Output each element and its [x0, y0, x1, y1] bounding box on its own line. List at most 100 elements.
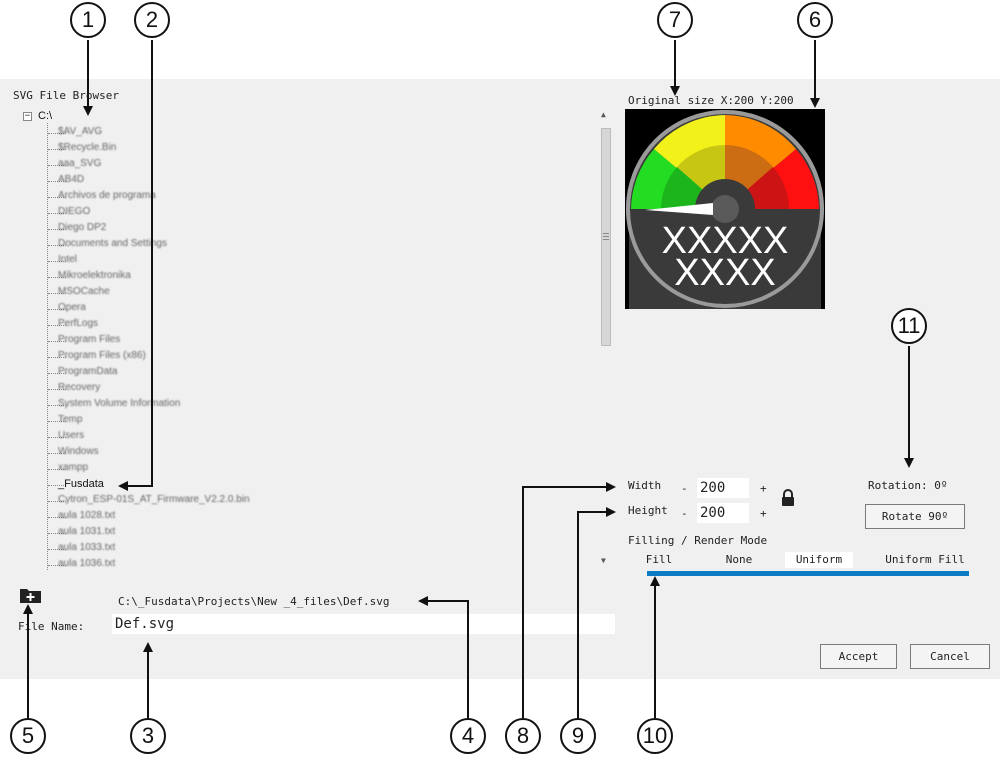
tree-item[interactable]: Windows — [58, 446, 99, 457]
tree-item[interactable]: Recovery — [58, 382, 101, 393]
tree-connector — [48, 261, 66, 262]
file-name-label: File Name: — [18, 620, 85, 633]
callout-7: 7 — [657, 2, 693, 38]
aspect-lock-icon[interactable] — [780, 489, 796, 507]
tree-item[interactable]: Users — [58, 430, 85, 441]
callout-9: 9 — [560, 718, 596, 754]
tree-item[interactable]: Diego DP2 — [58, 222, 107, 233]
tree-item[interactable]: Intel — [58, 254, 77, 265]
tree-item[interactable]: aula 1028.txt — [58, 510, 116, 521]
tree-item[interactable]: Mikroelektronika — [58, 270, 131, 281]
callout-3: 3 — [130, 718, 166, 754]
fill-mode-option[interactable]: None — [725, 553, 753, 566]
tree-connector — [48, 517, 66, 518]
tree-item[interactable]: Temp — [58, 414, 83, 425]
tree-connector — [48, 469, 66, 470]
tree-item[interactable]: Documents and Settings — [58, 238, 167, 249]
gauge-image: XXXXX XXXX — [626, 110, 824, 309]
tree-item[interactable]: AB4D — [58, 174, 85, 185]
tree-connector — [48, 181, 66, 182]
tree-connector — [48, 565, 66, 566]
fill-mode-option[interactable]: Uniform Fill — [885, 553, 965, 566]
tree-item[interactable]: aula 1036.txt — [58, 558, 116, 569]
tree-connector — [48, 405, 66, 406]
width-label: Width — [628, 479, 662, 492]
tree-item[interactable]: Opera — [58, 302, 86, 313]
fill-mode-indicator — [647, 571, 969, 576]
tree-item[interactable]: System Volume Information — [58, 398, 181, 409]
width-increment-button[interactable]: + — [760, 482, 767, 495]
tree-item[interactable]: aaa_SVG — [58, 158, 102, 169]
new-folder-icon[interactable] — [19, 586, 43, 604]
tree-item[interactable]: xampp — [58, 462, 89, 473]
tree-item[interactable]: aula 1033.txt — [58, 542, 116, 553]
width-input[interactable]: 200 — [697, 478, 749, 498]
height-increment-button[interactable]: + — [760, 507, 767, 520]
tree-item[interactable]: Program Files (x86) — [58, 350, 146, 361]
tree-connector — [48, 501, 66, 502]
collapse-toggle-icon[interactable]: − — [23, 111, 32, 121]
tree-connector — [48, 453, 66, 454]
callout-1: 1 — [70, 2, 106, 38]
tree-item[interactable]: ProgramData — [58, 366, 118, 377]
tree-item[interactable]: _Fusdata — [58, 478, 104, 490]
callout-5: 5 — [10, 718, 46, 754]
cancel-button[interactable]: Cancel — [910, 644, 990, 669]
callout-4: 4 — [450, 718, 486, 754]
rotation-label: Rotation: 0º — [868, 479, 948, 492]
gauge-text-line2: XXXX — [674, 252, 775, 294]
width-decrement-button[interactable]: - — [681, 482, 688, 495]
tree-connector — [48, 485, 66, 486]
tree-connector — [48, 133, 66, 134]
tree-item[interactable]: Archivos de programa — [58, 190, 156, 201]
tree-connector — [48, 357, 66, 358]
scroll-up-icon[interactable]: ▲ — [601, 110, 606, 119]
browser-title: SVG File Browser — [13, 89, 119, 102]
callout-8: 8 — [505, 718, 541, 754]
tree-item[interactable]: $AV_AVG — [58, 126, 103, 137]
tree-connector — [48, 277, 66, 278]
tree-connector — [48, 389, 66, 390]
tree-item[interactable]: $Recycle.Bin — [58, 142, 117, 153]
callout-6: 6 — [797, 2, 833, 38]
callout-11: 11 — [891, 308, 927, 344]
tree-item[interactable]: Cytron_ESP-01S_AT_Firmware_V2.2.0.bin — [58, 494, 250, 505]
tree-root[interactable]: C:\ — [38, 110, 53, 122]
tree-connector — [48, 197, 66, 198]
height-input[interactable]: 200 — [697, 503, 749, 523]
accept-button[interactable]: Accept — [820, 644, 897, 669]
tree-item[interactable]: DIEGO — [58, 206, 91, 217]
file-tree[interactable]: − C:\ $AV_AVG $Recycle.Bin aaa_SVG AB4D Arch… — [20, 110, 600, 570]
tree-connector — [48, 325, 66, 326]
callout-10: 10 — [637, 718, 673, 754]
dialog-panel — [0, 79, 1000, 679]
tree-connector — [48, 533, 66, 534]
tree-connector — [48, 421, 66, 422]
tree-connector — [48, 549, 66, 550]
file-name-input[interactable]: Def.svg — [112, 614, 615, 634]
scroll-down-icon[interactable]: ▼ — [601, 556, 606, 565]
tree-item[interactable]: Program Files — [58, 334, 121, 345]
tree-connector — [48, 229, 66, 230]
callout-2: 2 — [134, 2, 170, 38]
fill-mode-option[interactable]: Fill — [645, 553, 673, 566]
tree-connector — [48, 309, 66, 310]
fill-mode-option[interactable]: Uniform — [785, 552, 853, 568]
rotate-button[interactable]: Rotate 90º — [865, 504, 965, 529]
svg-preview: XXXXX XXXX — [625, 109, 825, 309]
tree-item[interactable]: PerfLogs — [58, 318, 99, 329]
tree-connector — [48, 293, 66, 294]
fill-mode-title: Filling / Render Mode — [628, 534, 768, 547]
original-size-caption: Original size X:200 Y:200 — [628, 94, 794, 107]
tree-connector — [48, 437, 66, 438]
tree-item[interactable]: MSOCache — [58, 286, 110, 297]
tree-connector — [48, 373, 66, 374]
path-display: C:\_Fusdata\Projects\New _4_files\Def.sv… — [118, 595, 390, 608]
tree-item[interactable]: aula 1031.txt — [58, 526, 116, 537]
scroll-thumb[interactable] — [601, 128, 611, 346]
tree-connector — [48, 165, 66, 166]
tree-connector — [48, 341, 66, 342]
height-decrement-button[interactable]: - — [681, 507, 688, 520]
height-label: Height — [628, 504, 668, 517]
